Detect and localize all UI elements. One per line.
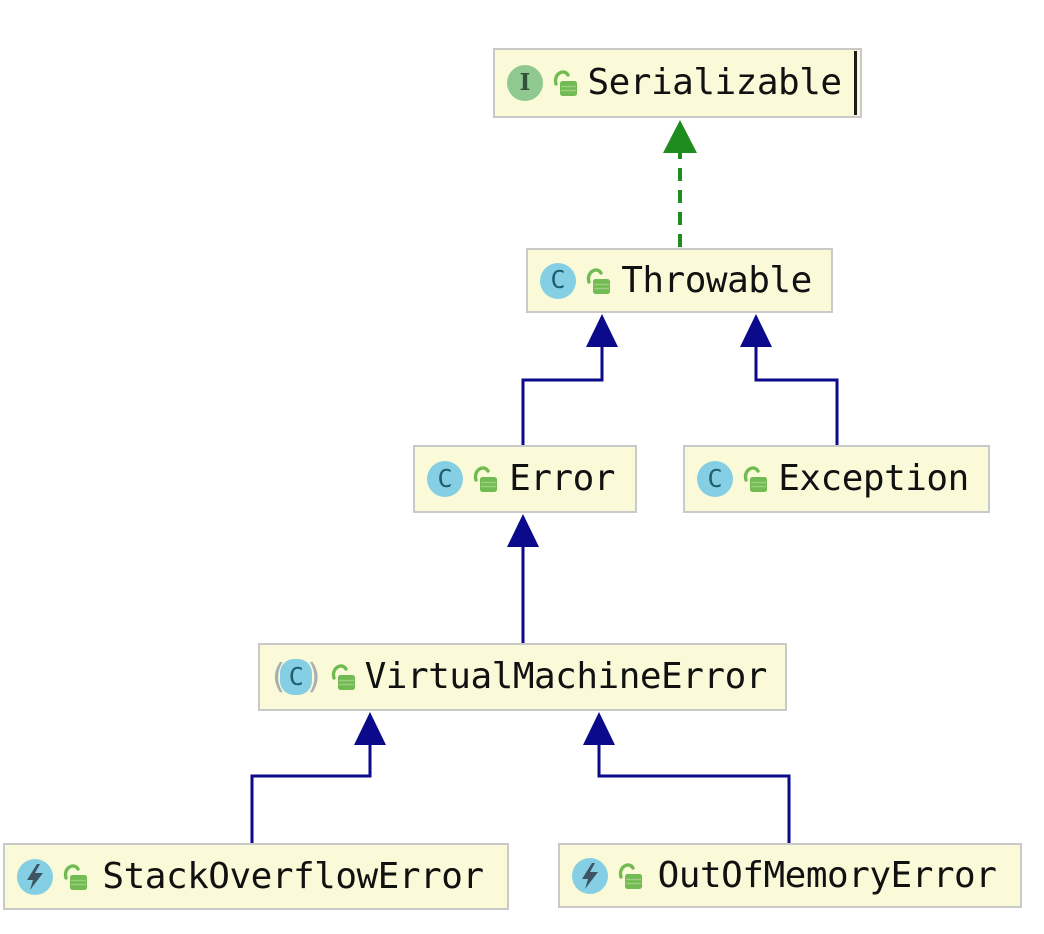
edge-outofmemoryerror-extends-virtualmachineerror[interactable] bbox=[583, 712, 791, 843]
class-node-serializable[interactable]: I Serializable bbox=[493, 48, 862, 118]
class-icon: C bbox=[697, 461, 733, 497]
unlocked-icon bbox=[743, 466, 767, 492]
abstract-class-icon: ( C ) bbox=[272, 659, 321, 695]
node-label: Error bbox=[509, 458, 615, 499]
node-label: VirtualMachineError bbox=[364, 656, 768, 697]
node-label: OutOfMemoryError bbox=[657, 854, 997, 896]
exception-class-icon bbox=[17, 858, 53, 895]
edge-error-extends-throwable[interactable] bbox=[521, 314, 618, 445]
abstract-paren-right: ) bbox=[307, 657, 321, 697]
class-icon: C bbox=[427, 461, 463, 497]
node-label: StackOverflowError bbox=[102, 855, 484, 897]
class-node-exception[interactable]: C Exception bbox=[683, 445, 990, 513]
unlocked-icon bbox=[586, 267, 610, 294]
edge-exception-extends-throwable[interactable] bbox=[740, 314, 839, 445]
class-node-stackoverflowerror[interactable]: StackOverflowError bbox=[3, 843, 509, 910]
unlocked-icon bbox=[331, 664, 355, 690]
unlocked-icon bbox=[63, 863, 87, 890]
interface-icon: I bbox=[507, 65, 543, 101]
edge-stackoverflowerror-extends-virtualmachineerror[interactable] bbox=[250, 712, 386, 843]
interface-icon-letter: I bbox=[519, 68, 531, 96]
class-icon-letter: C bbox=[707, 463, 723, 493]
exception-class-icon bbox=[572, 857, 608, 894]
edge-virtualmachineerror-extends-error[interactable] bbox=[507, 514, 539, 643]
lightning-bolt-icon bbox=[27, 863, 43, 890]
text-caret bbox=[854, 51, 857, 115]
class-node-outofmemoryerror[interactable]: OutOfMemoryError bbox=[558, 843, 1022, 908]
class-node-virtualmachineerror[interactable]: ( C ) VirtualMachineError bbox=[258, 643, 787, 711]
class-icon: C bbox=[540, 262, 576, 299]
node-label: Exception bbox=[778, 458, 969, 499]
class-node-error[interactable]: C Error bbox=[413, 445, 637, 513]
lightning-bolt-icon bbox=[582, 862, 598, 889]
node-label: Throwable bbox=[621, 259, 812, 301]
class-icon-letter: C bbox=[550, 265, 566, 294]
unlocked-icon bbox=[553, 70, 577, 96]
edge-throwable-implements-serializable[interactable] bbox=[663, 120, 697, 247]
unlocked-icon bbox=[473, 466, 497, 492]
class-node-throwable[interactable]: C Throwable bbox=[526, 248, 833, 313]
node-label: Serializable bbox=[587, 62, 842, 103]
class-icon-letter: C bbox=[288, 661, 304, 691]
class-icon-letter: C bbox=[437, 463, 453, 493]
unlocked-icon bbox=[618, 862, 642, 889]
